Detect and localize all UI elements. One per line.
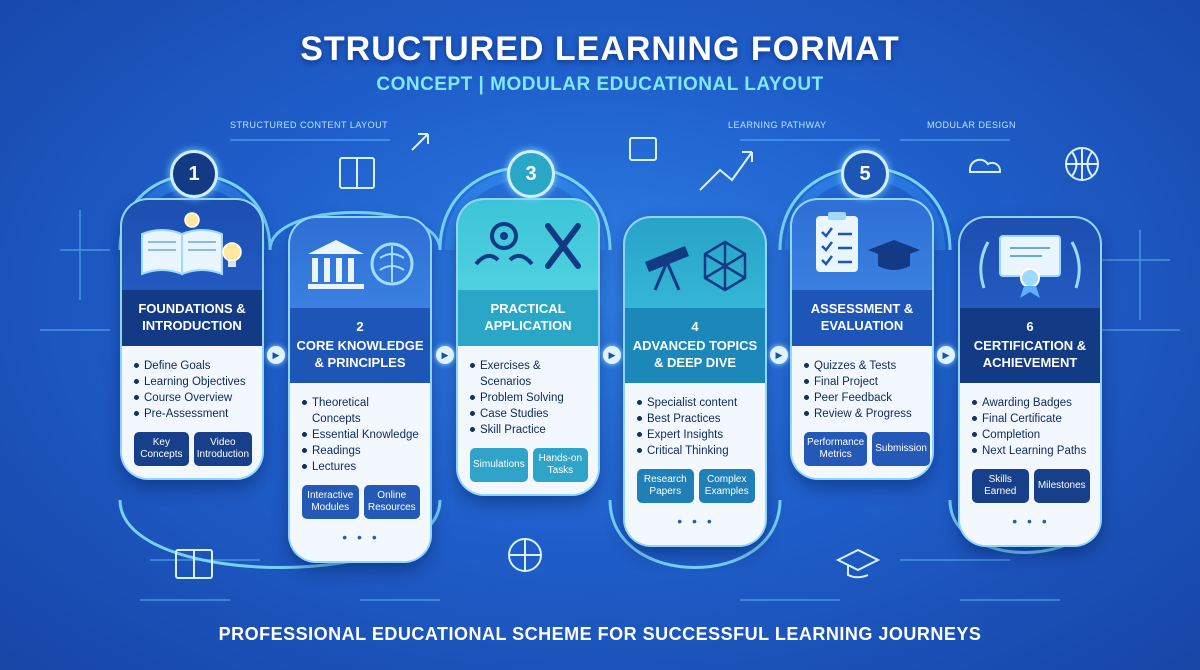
pagination-dots: • • •: [1012, 513, 1050, 529]
tag-learning-pathway: LEARNING PATHWAY: [728, 120, 827, 130]
book-icon: [141, 212, 242, 276]
step-badge-3: 3: [507, 150, 555, 198]
step-badge-5: 5: [841, 150, 889, 198]
list-item: Final Certificate: [972, 411, 1090, 427]
list-item: Essential Knowledge: [302, 427, 420, 443]
gear-hands-icon: [474, 222, 581, 269]
interactive-modules-button[interactable]: Interactive Modules: [302, 485, 359, 519]
page-subtitle: CONCEPT | MODULAR EDUCATIONAL LAYOUT: [376, 74, 824, 95]
card-title-text: FOUNDATIONS & INTRODUCTION: [138, 301, 246, 333]
list-item: Learning Objectives: [134, 374, 252, 390]
certificate-icon: [979, 235, 1081, 298]
tag-modular-design: MODULAR DESIGN: [927, 120, 1017, 130]
module-card-3[interactable]: PRACTICAL APPLICATION Exercises & Scenar…: [458, 200, 598, 494]
list-item: Lectures: [302, 459, 420, 475]
card-icon-area: [960, 218, 1100, 308]
module-card-5[interactable]: ASSESSMENT & EVALUATION Quizzes & Tests …: [792, 200, 932, 478]
tools-icon: [545, 223, 581, 269]
list-item: Completion: [972, 427, 1090, 443]
network-icon: [703, 240, 747, 292]
list-item: Theoretical Concepts: [302, 395, 420, 427]
skills-earned-button[interactable]: Skills Earned: [972, 469, 1029, 503]
simulations-button[interactable]: Simulations: [470, 448, 528, 482]
next-arrow-icon[interactable]: ▶: [770, 346, 788, 364]
list-item: Awarding Badges: [972, 395, 1090, 411]
card-title-text: ASSESSMENT & EVALUATION: [810, 301, 914, 333]
performance-metrics-button[interactable]: Performance Metrics: [804, 432, 868, 466]
card-icon-area: [458, 200, 598, 290]
list-item: Quizzes & Tests: [804, 358, 922, 374]
next-arrow-icon[interactable]: ▶: [267, 346, 285, 364]
hands-on-tasks-button[interactable]: Hands-on Tasks: [532, 448, 588, 482]
step-badge-1: 1: [170, 150, 218, 198]
video-introduction-button[interactable]: Video Introduction: [193, 432, 252, 466]
checklist-icon: [816, 212, 920, 272]
key-concepts-button[interactable]: Key Concepts: [134, 432, 189, 466]
list-item: Critical Thinking: [637, 443, 755, 459]
list-item: Review & Progress: [804, 406, 922, 422]
list-item: Readings: [302, 443, 420, 459]
research-papers-button[interactable]: Research Papers: [637, 469, 694, 503]
list-item: Best Practices: [637, 411, 755, 427]
online-resources-button[interactable]: Online Resources: [363, 485, 420, 519]
tag-structured-content: STRUCTURED CONTENT LAYOUT: [230, 120, 389, 130]
lightbulb-icon: [184, 212, 200, 228]
card-title-text: ADVANCED TOPICS & DEEP DIVE: [632, 338, 758, 370]
pagination-dots: • • •: [342, 529, 380, 545]
complex-examples-button[interactable]: Complex Examples: [698, 469, 755, 503]
next-arrow-icon[interactable]: ▶: [937, 346, 955, 364]
submission-button[interactable]: Submission: [872, 432, 930, 466]
list-item: Pre-Assessment: [134, 406, 252, 422]
list-item: Course Overview: [134, 390, 252, 406]
module-card-1[interactable]: FOUNDATIONS & INTRODUCTION Define Goals …: [122, 200, 262, 478]
card-title: PRACTICAL APPLICATION: [458, 290, 598, 346]
card-icon-area: [290, 218, 430, 308]
card-icon-area: [792, 200, 932, 290]
card-title-text: PRACTICAL APPLICATION: [484, 301, 572, 333]
list-item: Skill Practice: [470, 422, 588, 438]
list-item: Exercises & Scenarios: [470, 358, 588, 390]
building-icon: [308, 240, 414, 289]
card-number: 2: [356, 319, 364, 334]
list-item: Define Goals: [134, 358, 252, 374]
card-title-text: CORE KNOWLEDGE & PRINCIPLES: [296, 338, 424, 370]
next-arrow-icon[interactable]: ▶: [436, 346, 454, 364]
list-item: Expert Insights: [637, 427, 755, 443]
card-icon-area: [122, 200, 262, 290]
pagination-dots: • • •: [677, 513, 715, 529]
brain-icon: [370, 242, 414, 286]
list-item: Case Studies: [470, 406, 588, 422]
card-number: 6: [1026, 319, 1034, 334]
list-item: Problem Solving: [470, 390, 588, 406]
card-number: 4: [691, 319, 699, 334]
card-title: ASSESSMENT & EVALUATION: [792, 290, 932, 346]
list-item: Specialist content: [637, 395, 755, 411]
list-item: Final Project: [804, 374, 922, 390]
card-icon-area: [625, 218, 765, 308]
list-item: Peer Feedback: [804, 390, 922, 406]
telescope-icon: [645, 240, 747, 292]
list-item: Next Learning Paths: [972, 443, 1090, 459]
next-arrow-icon[interactable]: ▶: [603, 346, 621, 364]
footer-tagline: PROFESSIONAL EDUCATIONAL SCHEME FOR SUCC…: [218, 624, 982, 644]
laurel-icon: [979, 241, 1081, 289]
page-title: STRUCTURED LEARNING FORMAT: [300, 30, 900, 68]
milestones-button[interactable]: Milestones: [1033, 469, 1090, 503]
card-title-text: CERTIFICATION & ACHIEVEMENT: [973, 338, 1087, 370]
card-title: FOUNDATIONS & INTRODUCTION: [122, 290, 262, 346]
